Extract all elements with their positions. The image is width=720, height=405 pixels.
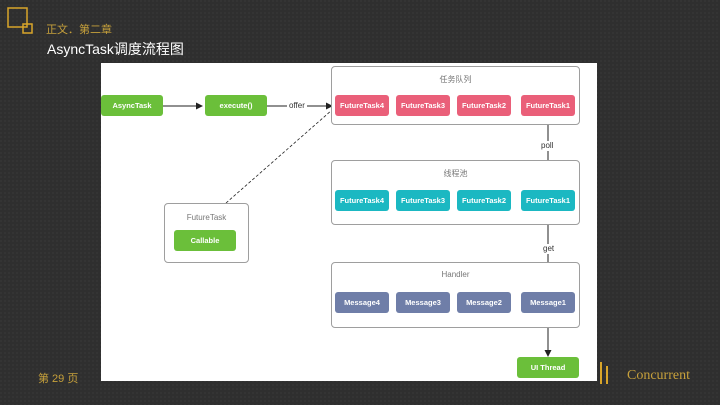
logo-icon <box>7 7 33 34</box>
slide-title: AsyncTask调度流程图 <box>47 41 184 57</box>
get-label: get <box>541 244 557 254</box>
footer-divider <box>606 366 608 384</box>
chapter-label: 正文．第二章 <box>46 24 112 36</box>
queue-item: FutureTask2 <box>457 95 511 116</box>
queue-item: FutureTask4 <box>335 95 389 116</box>
pool-item: FutureTask4 <box>335 190 389 211</box>
pool-item: FutureTask3 <box>396 190 450 211</box>
pool-item: FutureTask2 <box>457 190 511 211</box>
asynctask-node: AsyncTask <box>101 95 163 116</box>
handler-item: Message3 <box>396 292 450 313</box>
offer-label: offer <box>287 101 307 111</box>
page-number: 第 29 页 <box>38 373 79 385</box>
queue-item: FutureTask1 <box>521 95 575 116</box>
execute-node: execute() <box>205 95 267 116</box>
callable-node: Callable <box>174 230 236 251</box>
queue-item: FutureTask3 <box>396 95 450 116</box>
pool-item: FutureTask1 <box>521 190 575 211</box>
handler-title: Handler <box>441 270 470 279</box>
poll-label: poll <box>539 141 556 151</box>
edge-futuretask-dashed <box>225 109 333 204</box>
futuretask-title: FutureTask <box>186 213 227 222</box>
handler-item: Message2 <box>457 292 511 313</box>
handler-item: Message1 <box>521 292 575 313</box>
handler-item: Message4 <box>335 292 389 313</box>
diagram-canvas: AsyncTask execute() offer 任务队列 FutureTas… <box>101 63 597 381</box>
thread-pool-title: 线程池 <box>443 169 468 178</box>
ui-thread-node: UI Thread <box>517 357 579 378</box>
brand-label: Concurrent <box>627 368 690 383</box>
footer-divider <box>600 362 602 384</box>
task-queue-title: 任务队列 <box>439 75 472 84</box>
